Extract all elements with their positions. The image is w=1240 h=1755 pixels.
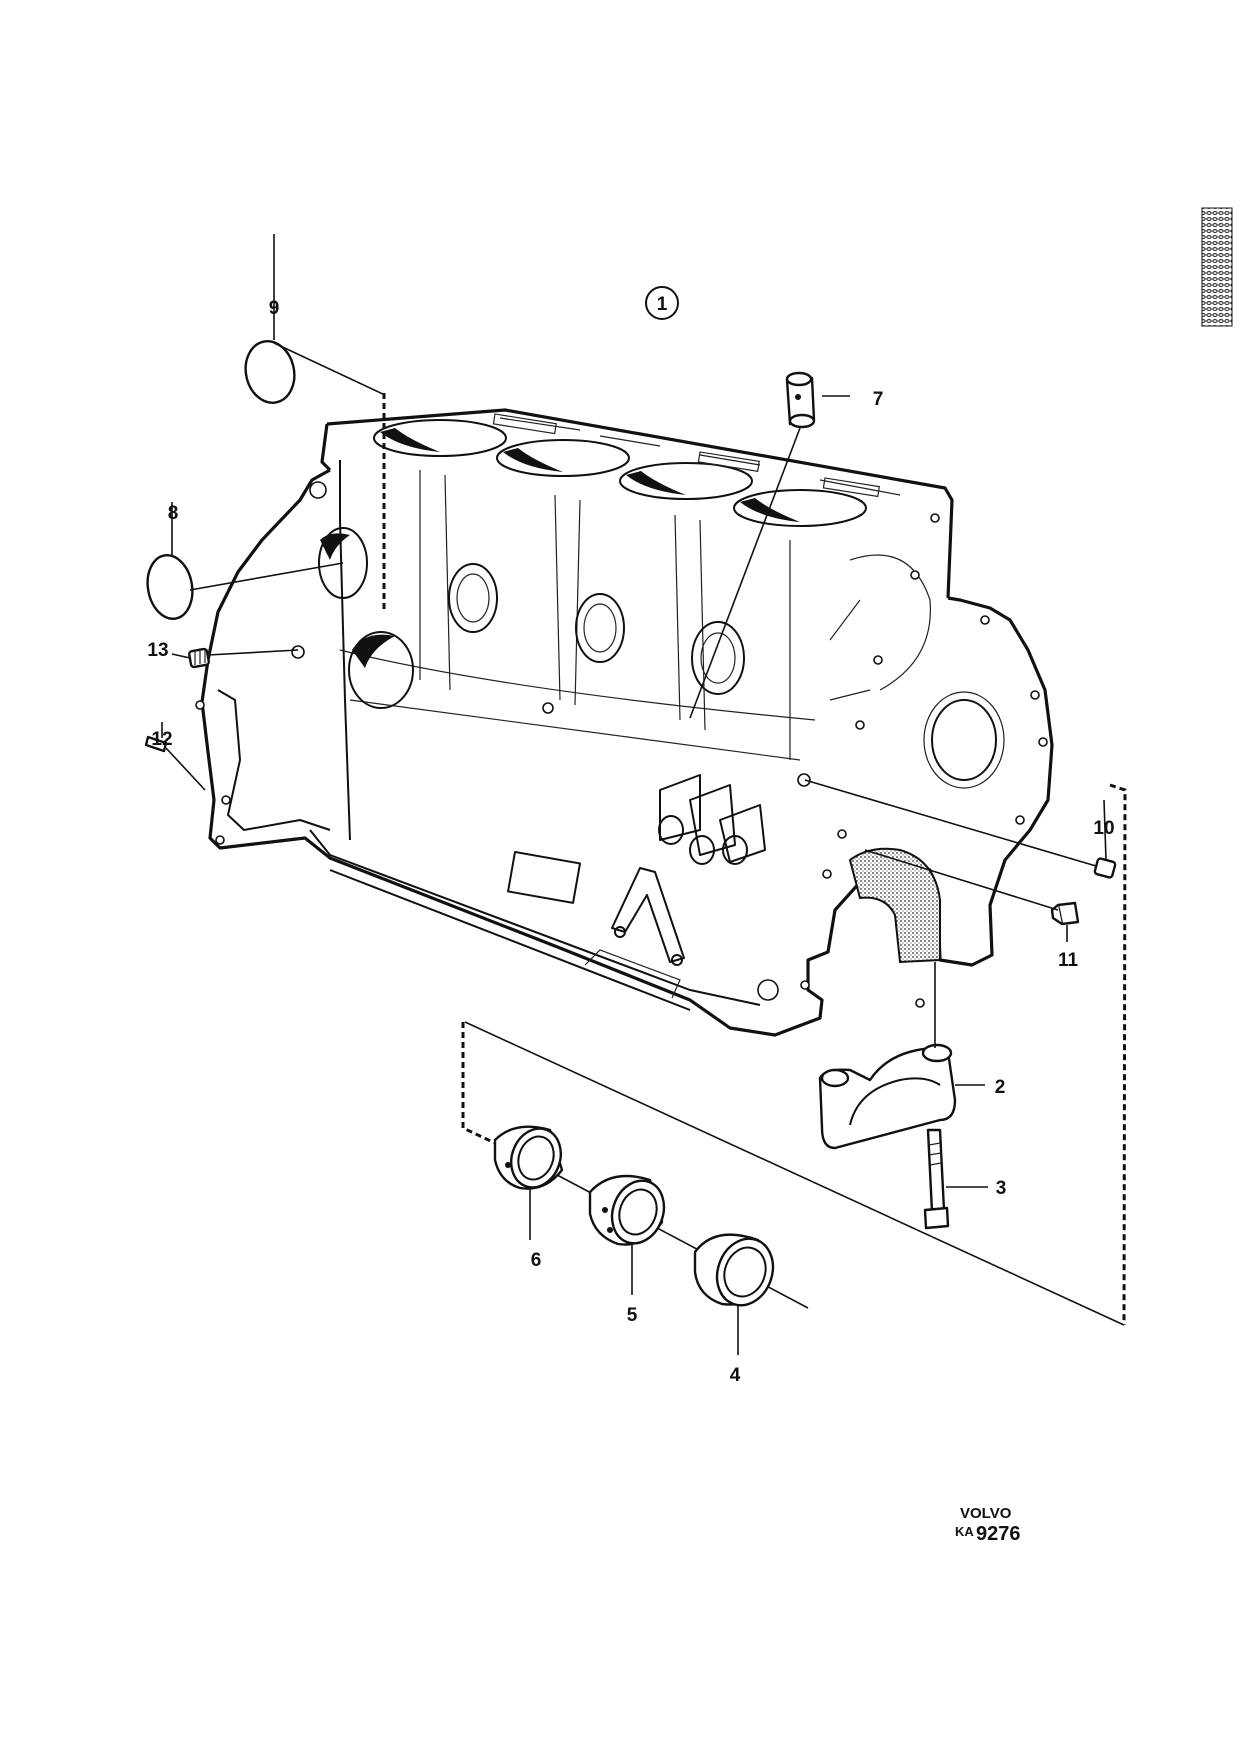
callout-9: 9 <box>269 298 280 319</box>
callout-12: 12 <box>151 729 172 750</box>
callout-6: 6 <box>531 1250 542 1271</box>
callout-10: 10 <box>1093 818 1114 839</box>
plug-part-13 <box>188 647 210 669</box>
pin-part-12 <box>144 735 168 753</box>
core-plug-part-9 <box>244 340 296 404</box>
page-edge-tab <box>1201 207 1233 327</box>
bushing-part-5 <box>588 1174 666 1246</box>
group-number: 1 <box>657 294 668 315</box>
group-number-badge: 1 <box>645 286 679 320</box>
callout-11: 11 <box>1058 950 1079 971</box>
bushing-part-6 <box>493 1125 564 1190</box>
leader-lines <box>161 234 1107 1355</box>
engine-block <box>195 408 1054 1037</box>
plug-part-11 <box>1050 901 1080 926</box>
bearing-cap-part-2 <box>818 1043 957 1150</box>
callout-4: 4 <box>730 1365 741 1386</box>
bushing-group-line <box>461 783 1127 1326</box>
dowel-part-7 <box>785 371 816 429</box>
drawing-reference: VOLVO KA 9276 <box>955 1505 1021 1545</box>
callout-13: 13 <box>147 640 168 661</box>
bushing-part-4 <box>693 1233 775 1307</box>
callout-8: 8 <box>168 503 179 524</box>
core-plug-part-8 <box>146 554 194 620</box>
reference-prefix: KA <box>955 1524 974 1539</box>
bolt-part-3 <box>923 1128 950 1230</box>
plug-part-10 <box>1093 857 1117 879</box>
callout-3: 3 <box>996 1178 1007 1199</box>
reference-number: 9276 <box>976 1523 1021 1545</box>
callout-7: 7 <box>873 389 884 410</box>
brand-label: VOLVO <box>960 1505 1012 1522</box>
callout-2: 2 <box>995 1077 1006 1098</box>
callout-5: 5 <box>627 1305 638 1326</box>
